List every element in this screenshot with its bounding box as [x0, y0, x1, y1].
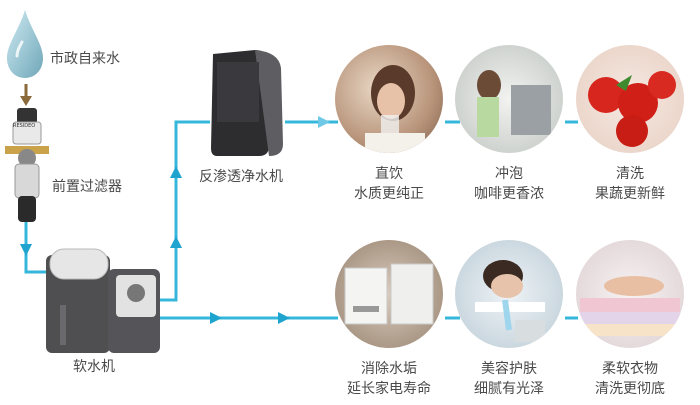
- ro-unit-label: 反渗透净水机: [199, 169, 283, 185]
- arrow-right: [318, 116, 330, 128]
- prefilter-label: 前置过滤器: [52, 179, 122, 195]
- caption-bottom-1-line1: 消除水垢: [361, 361, 417, 377]
- image-face-washing: [455, 240, 563, 348]
- caption-top-3-line2: 果蔬更新鲜: [595, 186, 665, 202]
- image-clothes: [576, 240, 684, 348]
- softener-label: 软水机: [73, 359, 115, 375]
- caption-top-2-line1: 冲泡: [495, 166, 523, 182]
- caption-bottom-3-line1: 柔软衣物: [602, 361, 658, 377]
- image-drinking-water: [335, 45, 443, 153]
- caption-bottom-1-line2: 延长家电寿命: [347, 381, 431, 397]
- arrow-down: [20, 244, 32, 256]
- image-water-heater: [335, 240, 443, 348]
- source-label: 市政自来水: [50, 51, 120, 67]
- arrow-up: [170, 236, 182, 248]
- caption-top-2-line2: 咖啡更香浓: [474, 186, 544, 202]
- caption-bottom-2-line1: 美容护肤: [481, 361, 537, 377]
- image-coffee: [455, 45, 563, 153]
- caption-top-1-line1: 直饮: [375, 166, 403, 182]
- prefilter-brand: RESIDEO: [13, 123, 36, 129]
- arrow-down-brown: [20, 84, 32, 106]
- softener-device: [40, 245, 165, 353]
- arrow-right: [210, 312, 222, 324]
- prefilter-device: [5, 108, 49, 223]
- caption-top-3-line1: 清洗: [616, 166, 644, 182]
- caption-bottom-3-line2: 清洗更彻底: [595, 381, 665, 397]
- image-vegetables: [576, 45, 684, 153]
- arrow-right: [278, 312, 290, 324]
- caption-bottom-2-line2: 细腻有光泽: [474, 381, 544, 397]
- arrow-up: [170, 166, 182, 178]
- ro-unit-device: [207, 48, 285, 160]
- caption-top-1-line2: 水质更纯正: [354, 186, 424, 202]
- water-drop-icon: [7, 10, 43, 78]
